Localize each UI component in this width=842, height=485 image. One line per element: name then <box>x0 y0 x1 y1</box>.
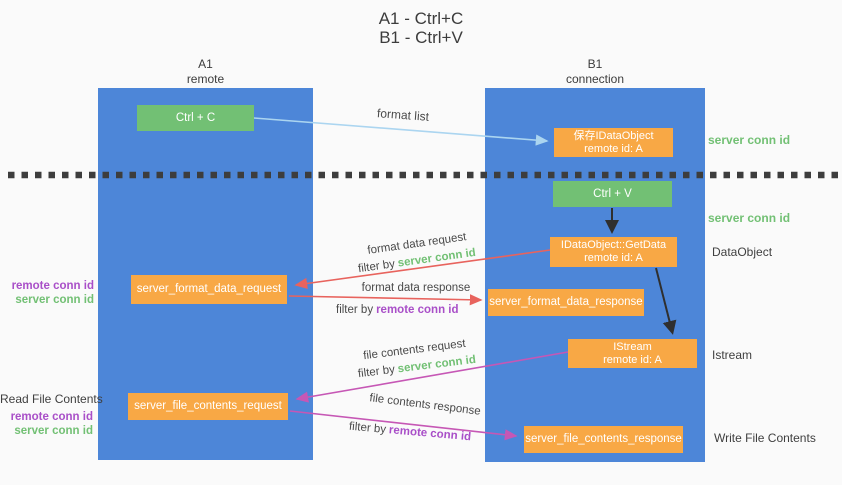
node-server-format-data-request: server_format_data_request <box>131 275 287 304</box>
arrow-format-data-response <box>288 294 483 306</box>
column-b1-subtitle: connection <box>565 72 625 86</box>
column-b1-header: B1 connection <box>485 57 705 87</box>
arrow-getdata-to-istream <box>655 267 677 335</box>
label-left-remote-conn-id-bottom: remote conn id <box>10 411 93 423</box>
title-line-1: A1 - Ctrl+C <box>378 9 464 28</box>
node-server-file-contents-request-label: server_file_contents_request <box>134 400 282 412</box>
arrow-format-list <box>253 117 549 146</box>
node-ctrl-v-label: Ctrl + V <box>593 187 632 200</box>
title-line-2: B1 - Ctrl+V <box>379 28 463 47</box>
node-idataobject-getdata: IDataObject::GetData remote id: A <box>550 237 677 267</box>
arrow-file-contents-request <box>295 351 569 403</box>
column-a1-header: A1 remote <box>98 57 313 87</box>
label-filter-by-text: filter by <box>336 304 374 316</box>
label-right-server-conn-id-top: server conn id <box>708 133 791 147</box>
node-ctrl-c: Ctrl + C <box>137 105 254 131</box>
arrow-file-contents-response <box>289 410 518 441</box>
left-conn-id-group-bottom: remote conn id server conn id <box>0 410 93 438</box>
label-remote-conn-id-text: remote conn id <box>376 304 459 316</box>
label-dataobject: DataObject <box>712 245 773 259</box>
node-istream: IStream remote id: A <box>568 339 697 368</box>
node-istream-line2: remote id: A <box>603 353 662 366</box>
node-idataobject-getdata-line1: IDataObject::GetData <box>560 239 667 251</box>
arrow-format-data-request <box>294 249 551 290</box>
node-ctrl-v: Ctrl + V <box>553 181 672 207</box>
column-b1-name: B1 <box>587 57 603 71</box>
label-istream: Istream <box>712 348 753 362</box>
node-save-idataobject-line2: remote id: A <box>584 142 643 155</box>
label-left-remote-conn-id-top: remote conn id <box>11 280 94 292</box>
node-idataobject-getdata-line2: remote id: A <box>584 252 643 264</box>
node-server-format-data-request-label: server_format_data_request <box>136 283 282 295</box>
node-server-format-data-response-label: server_format_data_response <box>489 296 643 308</box>
label-left-server-conn-id-bottom: server conn id <box>14 425 93 437</box>
node-ctrl-c-label: Ctrl + C <box>175 111 216 124</box>
label-read-file-contents: Read File Contents <box>0 392 103 406</box>
node-server-format-data-response: server_format_data_response <box>488 289 644 316</box>
label-format-data-response: format data response <box>361 282 471 294</box>
label-left-server-conn-id-top: server conn id <box>15 294 94 306</box>
label-write-file-contents: Write File Contents <box>714 431 816 445</box>
node-server-file-contents-response-label: server_file_contents_response <box>525 433 682 445</box>
column-a1-subtitle: remote <box>186 72 225 86</box>
node-istream-line1: IStream <box>613 340 652 353</box>
label-right-server-conn-id-mid: server conn id <box>708 211 791 225</box>
node-server-file-contents-response: server_file_contents_response <box>524 426 683 453</box>
column-a1-name: A1 <box>198 57 213 71</box>
node-save-idataobject-line1: 保存IDataObject <box>573 129 654 142</box>
left-conn-id-group-top: remote conn id server conn id <box>0 279 94 307</box>
node-save-idataobject: 保存IDataObject remote id: A <box>554 128 673 157</box>
node-server-file-contents-request: server_file_contents_request <box>128 393 288 420</box>
diagram-title: A1 - Ctrl+C B1 - Ctrl+V <box>0 9 842 47</box>
label-filter-by-text: filter by <box>348 420 387 436</box>
